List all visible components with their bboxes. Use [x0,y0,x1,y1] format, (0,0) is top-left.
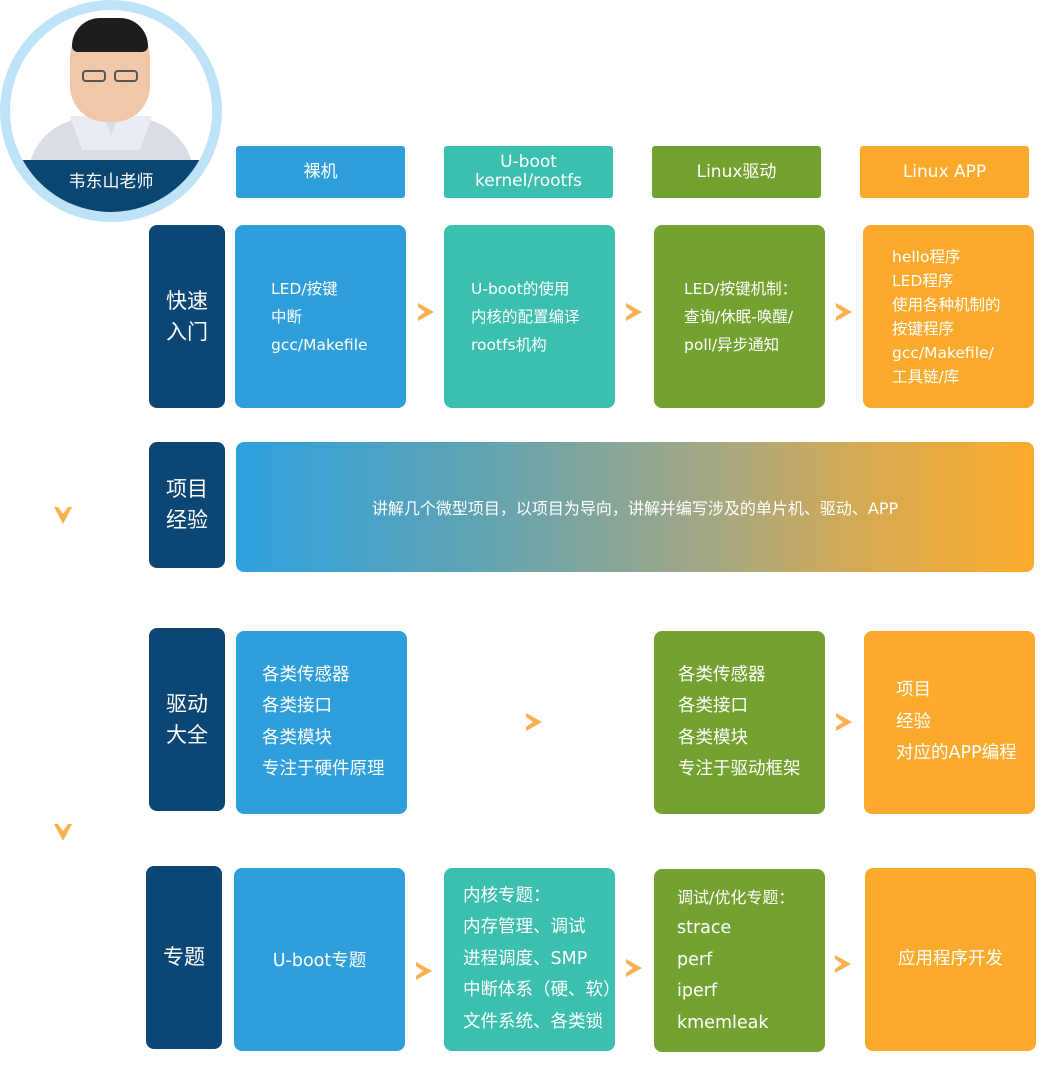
card-line: 项目 [896,680,931,701]
row-label-project-line1: 项目 [166,477,208,501]
card-line: LED/按键机制： [684,279,798,298]
row-label-quickstart: 快速 入门 [149,225,225,408]
teacher-name: 韦东山老师 [10,160,212,212]
drivers-baremetal-card: 各类传感器 各类接口 各类模块 专注于硬件原理 [236,631,407,814]
card-line: iperf [677,981,718,1002]
card-line: strace [677,918,732,939]
card-line: 中断体系（硬、软） [463,980,621,1001]
drivers-driver-card: 各类传感器 各类接口 各类模块 专注于驱动框架 [654,631,825,814]
topics-baremetal-card: U-boot专题 [234,868,405,1051]
card-line: U-boot的使用 [471,279,570,298]
card-line: 专注于驱动框架 [678,759,801,779]
arrow-right-icon [416,962,432,980]
column-header-linux-driver: Linux驱动 [652,146,821,198]
arrow-right-icon [418,303,434,321]
card-line: 各类传感器 [262,664,350,685]
arrow-right-icon [836,303,852,321]
teacher-avatar: 韦东山老师 [0,0,222,222]
card-line: 使用各种机制的 [892,295,1001,314]
card-line: 各类接口 [678,696,748,716]
column-header-baremetal: 裸机 [236,146,405,198]
topics-uboot-card: 内核专题： 内存管理、调试 进程调度、SMP 中断体系（硬、软） 文件系统、各类… [444,868,621,1051]
card-line: hello程序 [892,247,961,266]
card-line: 中断 [271,307,303,326]
drivers-app-card: 项目 经验 对应的APP编程 [864,631,1035,814]
row-label-drivers-line2: 大全 [166,722,208,747]
card-line: rootfs机构 [471,335,547,354]
card-line: 内核专题： [463,885,551,906]
card-line: 各类接口 [262,696,332,716]
row-label-quickstart-line2: 入门 [166,319,208,344]
row-label-project-line2: 经验 [166,508,208,532]
row-label-project: 项目 经验 [149,442,225,568]
card-line: 经验 [896,711,931,732]
column-header-uboot-line1: U-boot [500,152,557,172]
row-label-drivers-line1: 驱动 [166,691,208,716]
card-line: LED/按键 [271,279,338,298]
quickstart-uboot-card: U-boot的使用 内核的配置编译 rootfs机构 [444,225,615,408]
quickstart-baremetal-card: LED/按键 中断 gcc/Makefile [235,225,406,408]
glasses-right [114,70,138,82]
row-label-topics: 专题 [146,866,222,1049]
card-line: perf [677,949,713,970]
card-line: 调试/优化专题： [677,887,795,907]
project-banner: 讲解几个微型项目，以项目为导向，讲解并编写涉及的单片机、驱动、APP [236,442,1034,572]
row-label-quickstart-line1: 快速 [166,288,208,313]
arrow-right-icon [835,955,851,973]
arrow-right-icon [626,303,642,321]
arrow-right-icon [836,713,852,731]
card-line: 对应的APP编程 [896,743,1017,764]
card-line: LED程序 [892,271,954,290]
card-line: 内存管理、调试 [463,917,586,938]
teacher-photo: 韦东山老师 [10,10,212,212]
glasses-left [82,70,106,82]
hair-shape [72,18,148,52]
card-line: gcc/Makefile/ [892,343,994,362]
column-header-uboot: U-boot kernel/rootfs [444,146,613,198]
arrow-right-icon [626,959,642,977]
arrow-down-icon [54,824,72,841]
row-label-drivers: 驱动 大全 [149,628,225,811]
card-line: 各类传感器 [678,664,766,685]
quickstart-app-card: hello程序 LED程序 使用各种机制的 按键程序 gcc/Makefile/… [863,225,1034,408]
card-line: poll/异步通知 [684,335,780,354]
card-line: kmemleak [677,1012,769,1033]
card-line: 专注于硬件原理 [262,759,385,779]
card-line: 文件系统、各类锁 [463,1011,603,1032]
column-header-linux-app: Linux APP [860,146,1029,198]
card-line: 内核的配置编译 [471,307,580,326]
card-line: 各类模块 [262,727,332,748]
arrow-down-icon [54,507,72,524]
topics-app-card: 应用程序开发 [865,868,1036,1051]
card-line: 各类模块 [678,727,748,748]
topics-driver-card: 调试/优化专题： strace perf iperf kmemleak [654,869,825,1052]
card-line: gcc/Makefile [271,335,368,354]
card-line: 按键程序 [892,319,955,338]
card-line: 工具链/库 [892,367,960,386]
column-header-uboot-line2: kernel/rootfs [475,171,582,191]
quickstart-driver-card: LED/按键机制： 查询/休眠-唤醒/ poll/异步通知 [654,225,825,408]
card-line: 查询/休眠-唤醒/ [684,307,794,326]
arrow-right-icon [526,713,542,731]
card-line: 进程调度、SMP [463,948,588,969]
